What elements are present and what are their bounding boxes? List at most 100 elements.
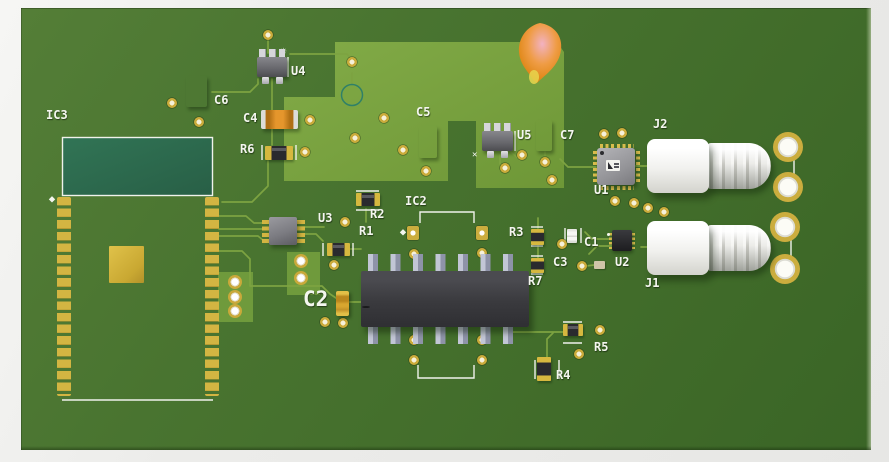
ref-label-u1: U1	[594, 183, 609, 197]
u1-pads-top	[600, 144, 634, 148]
via	[305, 115, 315, 125]
ic2-leads-top	[368, 254, 520, 272]
component-c1-capacitor	[567, 229, 577, 243]
via	[500, 163, 510, 173]
connector-th-pad	[770, 254, 800, 284]
via	[599, 129, 609, 139]
j2-connector-barrel	[707, 143, 771, 189]
component-c3-capacitor	[594, 261, 605, 269]
via	[338, 318, 348, 328]
board-edge-right	[866, 8, 871, 450]
header-hole	[228, 275, 242, 289]
ref-label-j1: J1	[645, 276, 660, 290]
via	[379, 113, 389, 123]
component-r3-resistor	[531, 229, 544, 245]
header-hole	[228, 290, 242, 304]
component-r6-resistor	[265, 146, 293, 160]
corner-pad	[476, 226, 488, 240]
via	[574, 349, 584, 359]
component-j2-connector	[647, 139, 709, 193]
ref-label-c2: C2	[303, 287, 329, 311]
component-ic2-ic	[361, 271, 529, 327]
connector-th-pad	[773, 172, 803, 202]
via	[477, 248, 487, 258]
u2-pin1-dot	[607, 233, 610, 236]
module-pad-column-right	[205, 197, 219, 396]
component-c2-capacitor	[336, 291, 349, 316]
component-r4-resistor	[537, 357, 551, 381]
via	[398, 145, 408, 155]
component-r5-resistor	[563, 324, 583, 336]
ref-label-u3: U3	[318, 211, 333, 225]
u4-lead	[262, 77, 269, 84]
u1-pads-right	[636, 151, 640, 183]
component-c4-capacitor	[261, 110, 298, 129]
via	[350, 133, 360, 143]
via	[557, 239, 567, 249]
component-u2-ic	[612, 230, 632, 251]
ic2-leads-bottom	[368, 326, 520, 344]
ref-label-u2: U2	[615, 255, 630, 269]
board-edge-bottom	[21, 446, 871, 450]
u1-pads-bottom	[600, 186, 634, 190]
component-c6-capacitor	[186, 76, 207, 107]
ref-label-c3: C3	[553, 255, 568, 269]
u2-pads-right	[632, 233, 635, 249]
ref-label-ic3: IC3	[46, 108, 68, 122]
module-thermal-pad	[109, 246, 144, 283]
via	[300, 147, 310, 157]
u1-pads-left	[593, 151, 597, 183]
connector-th-pad	[770, 212, 800, 242]
plated-hole	[294, 254, 308, 268]
component-c5-capacitor	[419, 126, 437, 158]
component-r7-resistor	[531, 258, 544, 273]
component-r1-resistor	[327, 243, 350, 256]
via	[540, 157, 550, 167]
ref-label-r2: R2	[370, 207, 385, 221]
via	[329, 260, 339, 270]
via	[320, 317, 330, 327]
u3-leads-right	[297, 220, 305, 245]
component-u5-regulator	[482, 131, 513, 151]
ref-label-c5: C5	[416, 105, 431, 119]
plated-hole	[294, 271, 308, 285]
component-r2-resistor	[356, 193, 380, 206]
ref-label-r7: R7	[528, 274, 543, 288]
via	[659, 207, 669, 217]
component-u3-ic	[269, 217, 297, 245]
ref-label-c6: C6	[214, 93, 229, 107]
via	[517, 150, 527, 160]
via	[263, 30, 273, 40]
ref-label-ic2: IC2	[405, 194, 427, 208]
component-j1-connector	[647, 221, 709, 275]
via	[409, 355, 419, 365]
via	[610, 196, 620, 206]
ref-label-c4: C4	[243, 111, 258, 125]
via	[477, 355, 487, 365]
u5-leads-top	[484, 123, 511, 132]
via	[577, 261, 587, 271]
ref-label-r6: R6	[240, 142, 255, 156]
u3-leads-left	[262, 220, 270, 245]
j1-connector-barrel	[707, 225, 771, 271]
ref-label-r1: R1	[359, 224, 374, 238]
component-c7-capacitor	[536, 120, 552, 151]
via	[347, 57, 357, 67]
via	[167, 98, 177, 108]
u5-lead	[501, 151, 508, 158]
via	[194, 117, 204, 127]
ref-label-r5: R5	[594, 340, 609, 354]
u1-pin1-dot	[600, 151, 604, 155]
ref-label-u5: U5	[517, 128, 532, 142]
module-pad-column-left	[57, 197, 71, 396]
ref-label-u4: U4	[291, 64, 306, 78]
ref-label-j2: J2	[653, 117, 668, 131]
u4-lead	[276, 77, 283, 84]
via	[421, 166, 431, 176]
corner-pad	[407, 226, 419, 240]
ref-label-r4: R4	[556, 368, 571, 382]
header-hole	[228, 304, 242, 318]
connector-th-pad	[773, 132, 803, 162]
ref-label-c7: C7	[560, 128, 575, 142]
